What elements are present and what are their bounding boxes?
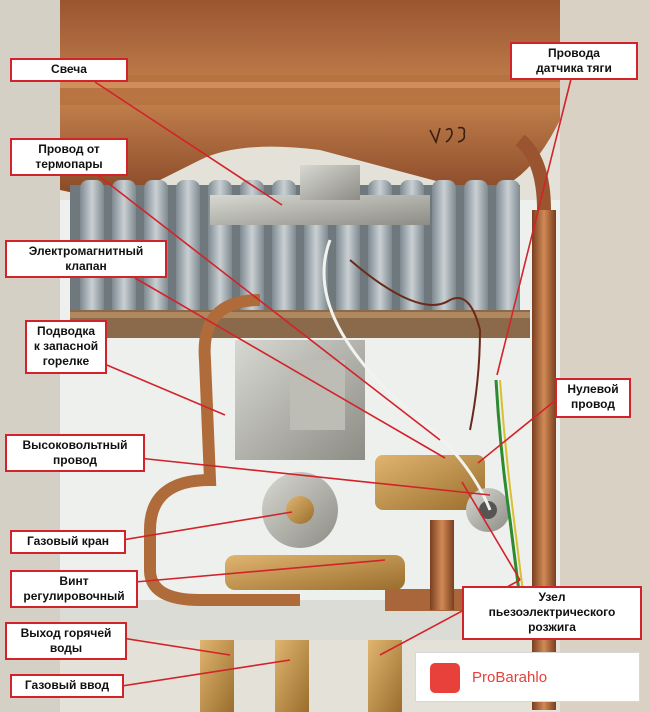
label-vint: Винт регулировочный <box>10 570 138 608</box>
label-nulevoy-provod: Нулевой провод <box>555 378 631 418</box>
label-gazovy-kran: Газовый кран <box>10 530 126 554</box>
label-podvodka: Подводка к запасной горелке <box>25 320 107 374</box>
label-vykhod-goryachey-vody: Выход горячей воды <box>5 622 127 660</box>
watermark-text: ProBarahlo <box>472 668 548 686</box>
probarahlo-logo-icon <box>430 663 460 693</box>
label-uzel-rozzhiga: Узел пьезоэлектрического розжига <box>462 586 642 640</box>
probarahlo-watermark: ProBarahlo <box>415 652 640 702</box>
label-svecha: Свеча <box>10 58 128 82</box>
label-elektromagnitny-klapan: Электромагнитный клапан <box>5 240 167 278</box>
label-vysokovoltny-provod: Высоковольтный провод <box>5 434 145 472</box>
label-provod-termopary: Провод от термопары <box>10 138 128 176</box>
label-provoda-datchika-tyagi: Провода датчика тяги <box>510 42 638 80</box>
label-gazovy-vvod: Газовый ввод <box>10 674 124 698</box>
